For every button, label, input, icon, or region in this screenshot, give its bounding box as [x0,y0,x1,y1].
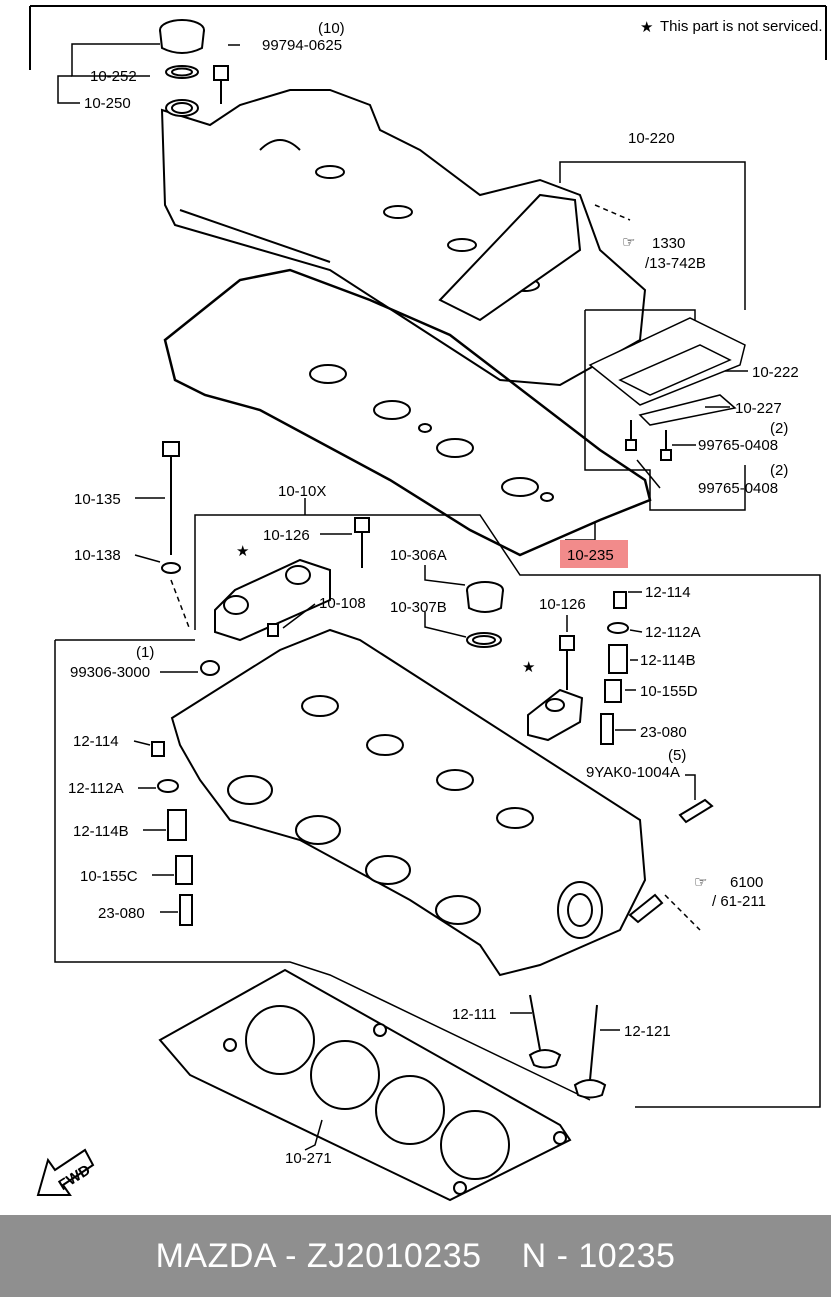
plug-and-seal [466,581,504,648]
label-99794-0625: 99794-0625 [262,37,342,54]
parts-diagram: ★ This part is not serviced. 10-252 10-2… [29,5,827,1202]
label-10-155c: 10-155C [80,868,138,885]
camshaft-caps-front [214,558,331,642]
cover-bolt [213,65,229,104]
oil-filler-cap [159,19,205,79]
ref-arrow-icon-2: ☞ [694,874,707,891]
label-99765-qty-b: (2) [770,462,788,479]
cap-bolt-a [354,517,370,568]
exhaust-valve [573,1004,607,1099]
label-12-114-left: 12-114 [73,733,119,750]
label-99306-3000: 99306-3000 [70,664,150,681]
label-9yak0-1004a: 9YAK0-1004A [586,764,680,781]
footer-ref-number: N - 10235 [521,1237,676,1275]
label-12-112a-left: 12-112A [68,780,124,797]
label-10-126-a: 10-126 [263,527,310,544]
cap-bolt-b [559,635,575,690]
note-text: This part is not serviced. [660,18,823,35]
label-13-742b: /13-742B [645,255,706,272]
label-12-121: 12-121 [624,1023,671,1040]
label-99306-qty: (1) [136,644,154,661]
head-bolt [161,441,181,574]
stud-bolt [678,798,714,824]
label-10-10x: 10-10X [278,483,326,500]
label-99765-0408-b: 99765-0408 [698,480,778,497]
label-10-250: 10-250 [84,95,131,112]
cylinder-head [170,628,664,977]
dowel-pin [267,623,279,637]
label-1330: 1330 [652,235,685,252]
footer-bar: MAZDA - ZJ2010235 N - 10235 [0,1215,831,1297]
label-12-114-a: 12-114 [645,584,691,601]
label-12-114b-right: 12-114B [640,652,696,669]
note-star-icon: ★ [640,19,653,36]
seal-plug [200,660,220,676]
label-12-112a-right: 12-112A [645,624,701,641]
footer-brand-part-number: MAZDA - ZJ2010235 [155,1237,482,1275]
label-10-271: 10-271 [285,1150,332,1167]
label-10-306a: 10-306A [390,547,447,564]
cylinder-head-cover [160,89,647,387]
head-gasket [158,968,572,1202]
not-serviced-star-icon-b: ★ [522,659,535,676]
camshaft-cap-rear [527,688,584,742]
label-61-211: / 61-211 [712,893,766,910]
footer-caption: MAZDA - ZJ2010235 N - 10235 [0,1237,831,1276]
intake-valve [528,994,562,1069]
highlight-box [560,540,628,568]
label-10-222: 10-222 [752,364,799,381]
label-10-138: 10-138 [74,547,121,564]
label-10-227: 10-227 [735,400,782,417]
label-10-155d: 10-155D [640,683,698,700]
label-12-111: 12-111 [452,1006,496,1023]
label-99765-0408-a: 99765-0408 [698,437,778,454]
not-serviced-star-icon-a: ★ [236,543,249,560]
label-10-135: 10-135 [74,491,121,508]
label-23-080-right: 23-080 [640,724,687,741]
forward-arrow-icon: FWD [36,1148,95,1196]
label-6100: 6100 [730,874,763,891]
label-10-126-b: 10-126 [539,596,586,613]
label-99794-qty: (10) [318,20,345,37]
bracket-bolts [625,420,672,461]
ref-arrow-icon: ☞ [622,234,635,251]
label-23-080-left: 23-080 [98,905,145,922]
cover-bracket [588,317,746,426]
plug-hole-seals [309,364,554,502]
label-10-252: 10-252 [90,68,137,85]
label-9yak-qty: (5) [668,747,686,764]
valve-train-right [600,591,629,745]
label-10-235: 10-235 [567,547,614,564]
label-12-114b-left: 12-114B [73,823,129,840]
valve-train-left [151,741,193,926]
label-10-108: 10-108 [319,595,366,612]
label-99765-qty-a: (2) [770,420,788,437]
label-10-307b: 10-307B [390,599,447,616]
label-10-220: 10-220 [628,130,675,147]
